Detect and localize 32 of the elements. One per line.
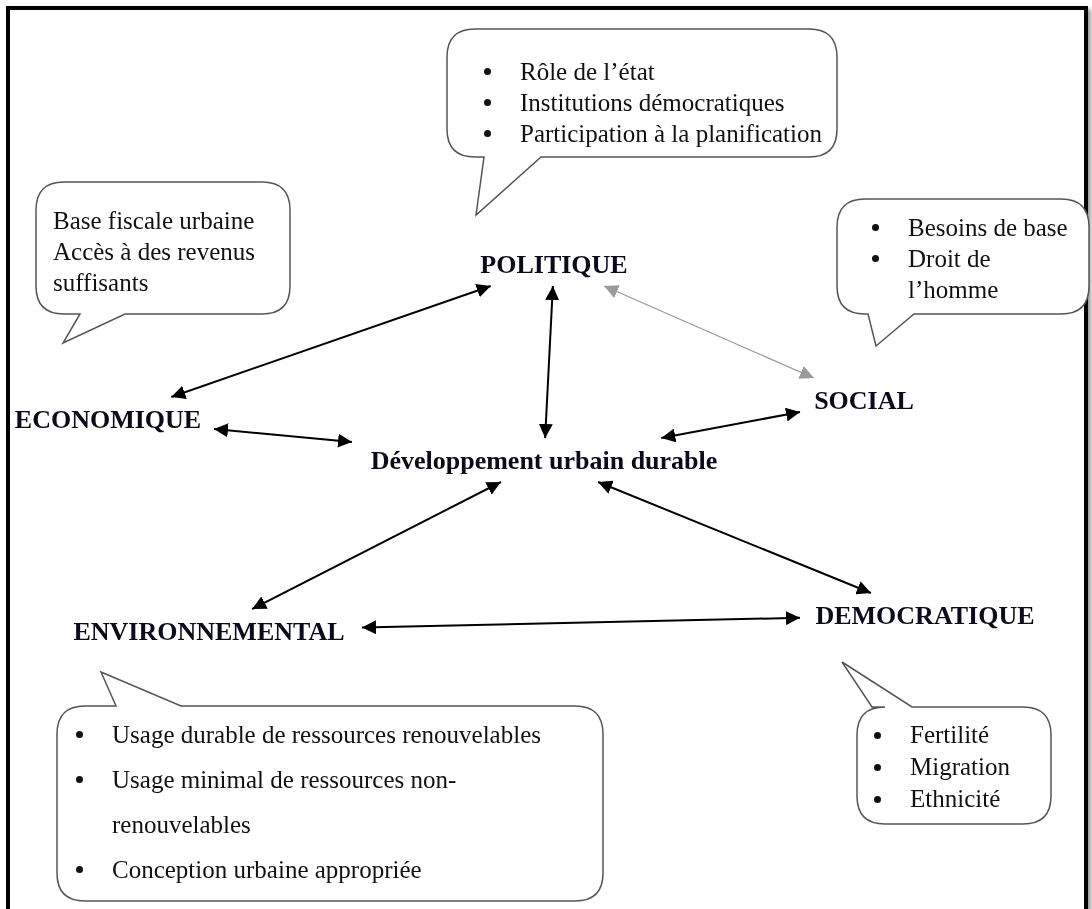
double-arrow <box>660 407 801 443</box>
bullet-text: Besoins de base <box>908 213 1068 243</box>
double-arrow <box>170 284 492 399</box>
concept-label: Développement urbain durable <box>358 444 730 476</box>
double-arrow <box>597 480 872 595</box>
bullet-text: Migration <box>910 752 1010 782</box>
double-arrow <box>603 285 815 379</box>
bubble-text: Base fiscale urbaine <box>53 206 256 236</box>
speech-bubble <box>840 660 1052 826</box>
bullet-text: Institutions démocratiques <box>520 88 785 118</box>
bullet-text: Participation à la planification <box>520 119 822 149</box>
concept-label: ENVIRONNEMENTAL <box>62 615 356 647</box>
bullet-text: Fertilité <box>910 720 990 750</box>
speech-bubble <box>35 181 291 346</box>
concept-label: SOCIAL <box>806 384 922 416</box>
double-arrow <box>538 285 560 439</box>
double-arrow <box>361 611 801 635</box>
bullet-text: Droit de l’homme <box>908 244 1000 305</box>
bullet-text: Usage durable de ressources renouvelables <box>112 720 541 750</box>
concept-label: DEMOCRATIQUE <box>806 599 1044 631</box>
concept-label: POLITIQUE <box>470 248 638 280</box>
bubble-text: Accès à des revenus suffisants <box>53 237 256 298</box>
speech-bubble <box>446 28 838 218</box>
bullet-text: Ethnicité <box>910 784 1001 814</box>
concept-label: ECONOMIQUE <box>8 403 208 435</box>
speech-bubble <box>56 670 604 904</box>
double-arrow <box>251 481 502 610</box>
speech-bubble <box>836 198 1090 348</box>
double-arrow <box>213 423 353 448</box>
bullet-text: Conception urbaine appropriée <box>112 855 422 885</box>
bullet-text: Rôle de l’état <box>520 57 655 87</box>
bullet-text: Usage minimal de ressources non-renouvelables <box>112 765 458 840</box>
